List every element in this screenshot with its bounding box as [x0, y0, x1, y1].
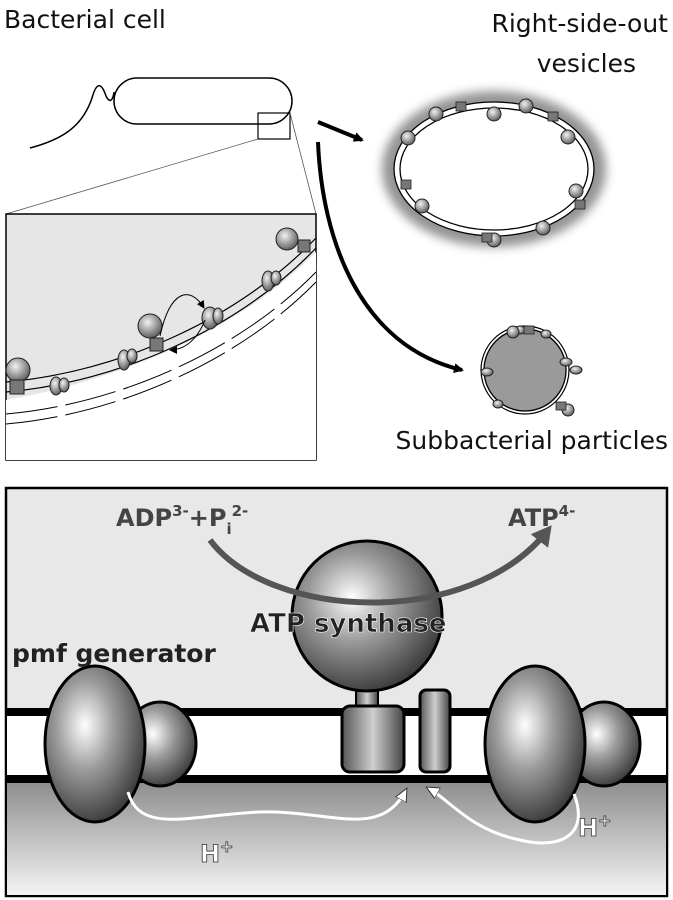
rso-label-line1: Right-side-out — [491, 9, 668, 38]
adp-reaction-label: ADP3-+Pi2- — [116, 502, 248, 538]
zoom-line-left — [5, 138, 259, 215]
flagellum — [29, 85, 115, 149]
reaction-arrow — [207, 525, 552, 606]
right-side-out-vesicle — [382, 91, 606, 248]
bacterial-cell — [5, 77, 317, 215]
sbp-label: Subbacterial particles — [396, 426, 668, 455]
synthase-fo — [340, 704, 406, 774]
proton-arrow-right — [428, 788, 580, 845]
synthase-head — [290, 539, 444, 693]
bacterial-cell-label: Bacterial cell — [4, 5, 166, 34]
proton-arrow-left — [126, 790, 406, 821]
atp-synthase-panel: ADP3-+Pi2- ATP4- ATP synthase pmf genera… — [4, 486, 669, 898]
atp-product-label: ATP4- — [508, 502, 575, 532]
zoom-box — [257, 112, 291, 140]
pmf-left-large — [43, 664, 147, 824]
arrow-to-rso — [317, 120, 364, 142]
arrow-to-sbp — [316, 141, 464, 374]
pmf-generator-label: pmf generator — [12, 639, 216, 668]
zoom-line-right — [289, 112, 317, 215]
subbacterial-particle — [480, 325, 583, 417]
synthase-b-subunit — [418, 688, 452, 774]
proton-label-right: H+ — [578, 811, 612, 842]
proton-label-left: H+ — [200, 837, 234, 868]
membrane-inset — [5, 213, 317, 461]
cell-body — [113, 77, 293, 125]
rso-label-line2: vesicles — [537, 49, 636, 78]
atp-synthase-label: ATP synthase — [250, 609, 446, 639]
pmf-right-large — [483, 664, 587, 824]
